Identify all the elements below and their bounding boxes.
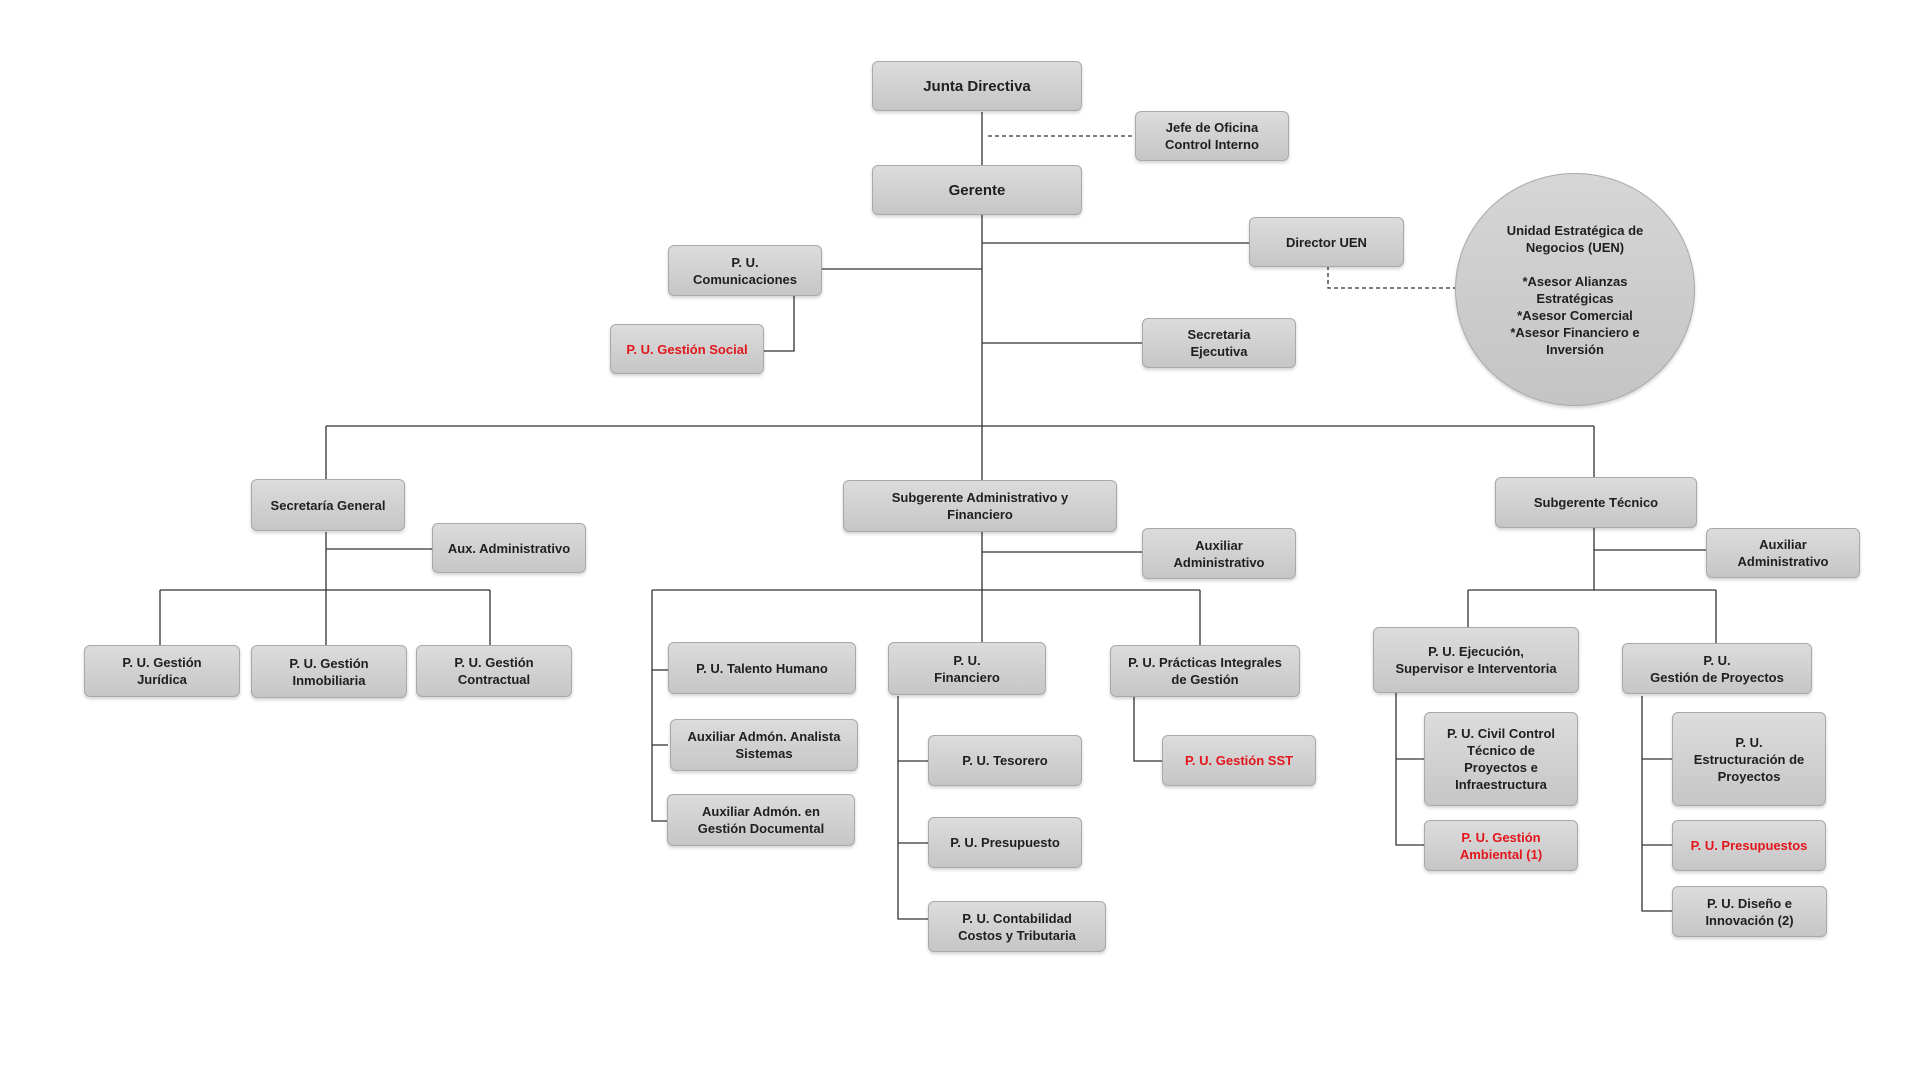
node-pu-practicas-integrales-gestion: P. U. Prácticas Integrales de Gestión [1110,645,1300,697]
node-auxiliar-admon-analista-sistemas: Auxiliar Admón. Analista Sistemas [670,719,858,771]
node-pu-talento-humano: P. U. Talento Humano [668,642,856,694]
node-aux-administrativo: Aux. Administrativo [432,523,586,573]
node-gerente: Gerente [872,165,1082,215]
node-jefe-oficina-control-interno: Jefe de Oficina Control Interno [1135,111,1289,161]
node-pu-gestion-juridica: P. U. Gestión Jurídica [84,645,240,697]
node-pu-comunicaciones: P. U. Comunicaciones [668,245,822,296]
node-pu-presupuesto: P. U. Presupuesto [928,817,1082,868]
node-pu-gestion-social: P. U. Gestión Social [610,324,764,374]
node-secretaria-general: Secretaría General [251,479,405,531]
node-pu-estructuracion-proyectos: P. U. Estructuración de Proyectos [1672,712,1826,806]
node-pu-civil-control-tecnico: P. U. Civil Control Técnico de Proyectos… [1424,712,1578,806]
node-pu-presupuestos: P. U. Presupuestos [1672,820,1826,871]
node-director-uen: Director UEN [1249,217,1404,267]
connector-line [1395,693,1424,846]
node-subgerente-tecnico: Subgerente Técnico [1495,477,1697,528]
node-pu-financiero: P. U. Financiero [888,642,1046,695]
node-auxiliar-admon-gestion-documental: Auxiliar Admón. en Gestión Documental [667,794,855,846]
node-pu-diseno-innovacion: P. U. Diseño e Innovación (2) [1672,886,1827,937]
connector-line [763,296,795,352]
node-pu-gestion-contractual: P. U. Gestión Contractual [416,645,572,697]
connector-line [1327,266,1455,289]
node-pu-gestion-inmobiliaria: P. U. Gestión Inmobiliaria [251,645,407,698]
node-auxiliar-administrativo: Auxiliar Administrativo [1142,528,1296,579]
node-junta-directiva: Junta Directiva [872,61,1082,111]
node-pu-gestion-de-proyectos: P. U. Gestión de Proyectos [1622,643,1812,694]
node-auxiliar-administrativo-tecnico: Auxiliar Administrativo [1706,528,1860,578]
node-pu-ejecucion-supervisor-interventoria: P. U. Ejecución, Supervisor e Intervento… [1373,627,1579,693]
node-unidad-estrategica-negocios: Unidad Estratégica de Negocios (UEN) *As… [1455,173,1695,406]
node-subgerente-administrativo-financiero: Subgerente Administrativo y Financiero [843,480,1117,532]
node-pu-gestion-sst: P. U. Gestión SST [1162,735,1316,786]
connector-line [651,590,668,822]
node-pu-tesorero: P. U. Tesorero [928,735,1082,786]
node-secretaria-ejecutiva: Secretaria Ejecutiva [1142,318,1296,368]
node-pu-gestion-ambiental: P. U. Gestión Ambiental (1) [1424,820,1578,871]
node-pu-contabilidad-costos-tributaria: P. U. Contabilidad Costos y Tributaria [928,901,1106,952]
connector-line [1133,696,1162,762]
connector-line [1641,696,1672,912]
connector-line [897,696,928,920]
